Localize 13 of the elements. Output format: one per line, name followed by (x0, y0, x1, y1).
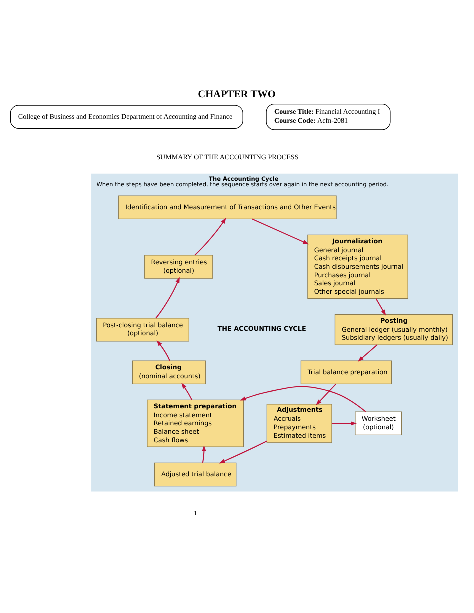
arrow (316, 384, 336, 406)
arrow (252, 218, 310, 245)
diagram-title: CHAPTER TWO (198, 90, 276, 101)
arrow (156, 340, 170, 362)
arrow (182, 383, 193, 400)
arrow (194, 218, 226, 256)
arrow (156, 277, 180, 319)
arrow (376, 298, 386, 316)
arrow (240, 386, 366, 412)
arrow (358, 344, 378, 362)
arrow (219, 440, 268, 464)
arrow (332, 422, 357, 426)
arrow (202, 446, 206, 464)
